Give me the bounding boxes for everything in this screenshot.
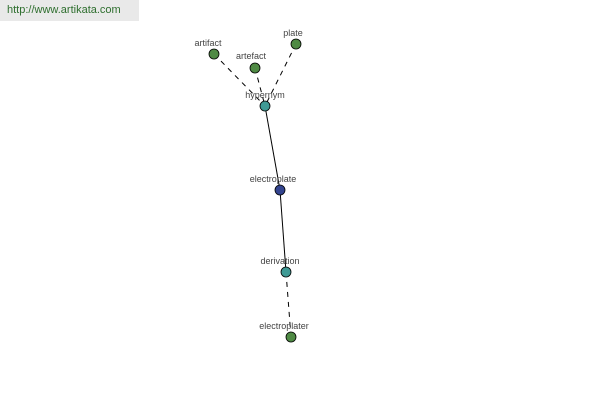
label-derivation: derivation (260, 256, 299, 266)
edge-electroplate-derivation (279, 189, 287, 273)
label-electroplate: electroplate (250, 174, 297, 184)
node-derivation[interactable]: derivation (260, 256, 300, 278)
node-artefact[interactable]: artefact (236, 51, 267, 74)
label-artifact: artifact (194, 38, 222, 48)
edge-artifact-hypernym (213, 53, 266, 107)
site-url[interactable]: http://www.artikata.com (7, 4, 121, 16)
edge-hypernym-electroplate (264, 105, 281, 191)
edge-derivation-electroplater (285, 271, 292, 338)
node-artifact[interactable]: artifact (194, 38, 222, 60)
label-artefact: artefact (236, 51, 267, 61)
label-plate: plate (283, 28, 303, 38)
edge-artefact-hypernym (254, 67, 266, 107)
label-electroplater: electroplater (259, 321, 309, 331)
label-hypernym: hypernym (245, 90, 285, 100)
node-electroplate[interactable]: electroplate (250, 174, 297, 196)
url-banner: http://www.artikata.com (0, 0, 139, 21)
node-plate[interactable]: plate (283, 28, 303, 50)
node-electroplater[interactable]: electroplater (259, 321, 309, 343)
node-hypernym[interactable]: hypernym (245, 90, 285, 112)
edge-plate-hypernym (264, 43, 297, 107)
